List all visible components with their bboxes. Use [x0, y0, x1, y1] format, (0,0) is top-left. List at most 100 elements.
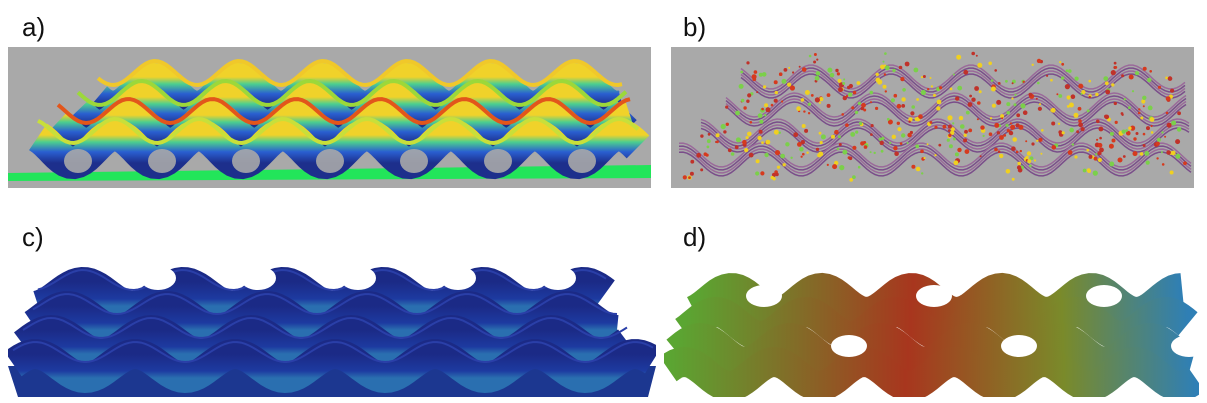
lattice-point: [798, 65, 801, 68]
lattice-point: [1078, 119, 1082, 123]
lattice-point: [882, 84, 887, 89]
lattice-point: [948, 133, 952, 137]
lattice-hole: [232, 149, 260, 173]
lattice-point: [1031, 63, 1034, 66]
lattice-point: [1166, 150, 1171, 155]
lattice-point: [956, 54, 962, 60]
lattice-point: [802, 152, 805, 156]
lattice-point: [1144, 151, 1150, 156]
lattice-point: [913, 67, 919, 73]
lattice-hole: [1171, 335, 1199, 357]
lattice-point: [1086, 168, 1091, 173]
lattice-point: [1086, 148, 1090, 152]
lattice-point: [889, 141, 892, 144]
lattice-point: [1073, 112, 1079, 118]
lattice-hole: [340, 266, 376, 290]
lattice-points: [682, 51, 1187, 182]
lattice-point: [1166, 122, 1172, 128]
lattice-point: [898, 65, 903, 70]
lattice-wall: [664, 346, 1199, 397]
lattice-point: [1041, 129, 1044, 132]
lattice-point: [926, 143, 929, 146]
lattice-point: [725, 122, 729, 127]
lattice-point: [834, 160, 839, 166]
lattice-point: [700, 168, 704, 172]
lattice-point: [1134, 71, 1140, 76]
lattice-point: [776, 165, 781, 169]
lattice-point: [969, 94, 972, 98]
lattice-point: [1071, 143, 1075, 146]
lattice-point: [902, 88, 906, 92]
lattice-point: [1123, 98, 1126, 101]
lattice-point: [952, 122, 955, 125]
lattice-point: [1050, 78, 1053, 82]
lattice-strand: [740, 64, 1186, 90]
lattice-point: [1121, 113, 1124, 117]
lattice-point: [1076, 130, 1079, 134]
lattice-point: [1005, 79, 1008, 83]
lattice-strand: [700, 118, 1190, 144]
lattice-point: [976, 118, 979, 121]
lattice-point: [914, 117, 919, 121]
lattice-point: [1138, 108, 1141, 111]
lattice-point: [1171, 120, 1177, 126]
lattice-point: [939, 86, 943, 90]
lattice-point: [1011, 82, 1014, 85]
lattice-point: [901, 97, 906, 102]
lattice-point: [1103, 76, 1109, 81]
lattice-hole: [400, 149, 428, 173]
lattice-rows: [8, 266, 656, 394]
lattice-point: [804, 128, 809, 133]
lattice-point: [896, 121, 900, 126]
lattice-point: [1065, 69, 1069, 72]
lattice-point: [948, 129, 951, 132]
lattice-point: [1169, 170, 1174, 175]
lattice-point: [920, 149, 924, 154]
lattice-point: [836, 147, 840, 151]
lattice-point: [753, 70, 758, 74]
lattice-point: [946, 138, 950, 142]
lattice-point: [1164, 135, 1167, 138]
lattice-point: [950, 127, 955, 132]
lattice-point: [730, 152, 735, 156]
lattice-point: [1081, 90, 1086, 95]
lattice-point: [740, 70, 744, 74]
lattice-point: [934, 154, 937, 157]
lattice-hole: [148, 149, 176, 173]
lattice-point: [1099, 147, 1104, 153]
lattice-point: [929, 121, 933, 124]
lattice-point: [936, 106, 941, 111]
lattice-point: [884, 52, 887, 55]
lattice-point: [842, 95, 847, 101]
panel-b-image: [671, 47, 1194, 188]
lattice-point: [1141, 99, 1146, 104]
lattice-point: [1142, 105, 1145, 108]
lattice-point: [1014, 93, 1017, 96]
lattice-point: [938, 143, 942, 147]
lattice-point: [907, 132, 912, 138]
lattice-point: [1145, 160, 1150, 165]
lattice-point: [879, 140, 884, 146]
lattice-point: [745, 136, 749, 140]
lattice-rows: [664, 272, 1199, 397]
lattice-point: [850, 132, 856, 137]
lattice-point: [751, 74, 757, 80]
lattice-point: [965, 110, 970, 115]
lattice-point: [978, 90, 982, 94]
lattice-point: [758, 129, 763, 134]
lattice-point: [952, 73, 955, 76]
lattice-point: [999, 153, 1004, 159]
lattice-point: [1113, 61, 1117, 65]
lattice-point: [735, 110, 740, 116]
lattice-point: [1078, 122, 1083, 128]
lattice-point: [760, 171, 765, 176]
lattice-point: [707, 132, 711, 136]
lattice-point: [994, 122, 1000, 128]
lattice-point: [774, 90, 778, 95]
lattice-point: [974, 86, 979, 91]
lattice-point: [829, 72, 835, 78]
lattice-point: [837, 78, 842, 83]
lattice-point: [1161, 163, 1165, 166]
lattice-point: [1155, 141, 1160, 146]
lattice-point: [756, 91, 759, 94]
